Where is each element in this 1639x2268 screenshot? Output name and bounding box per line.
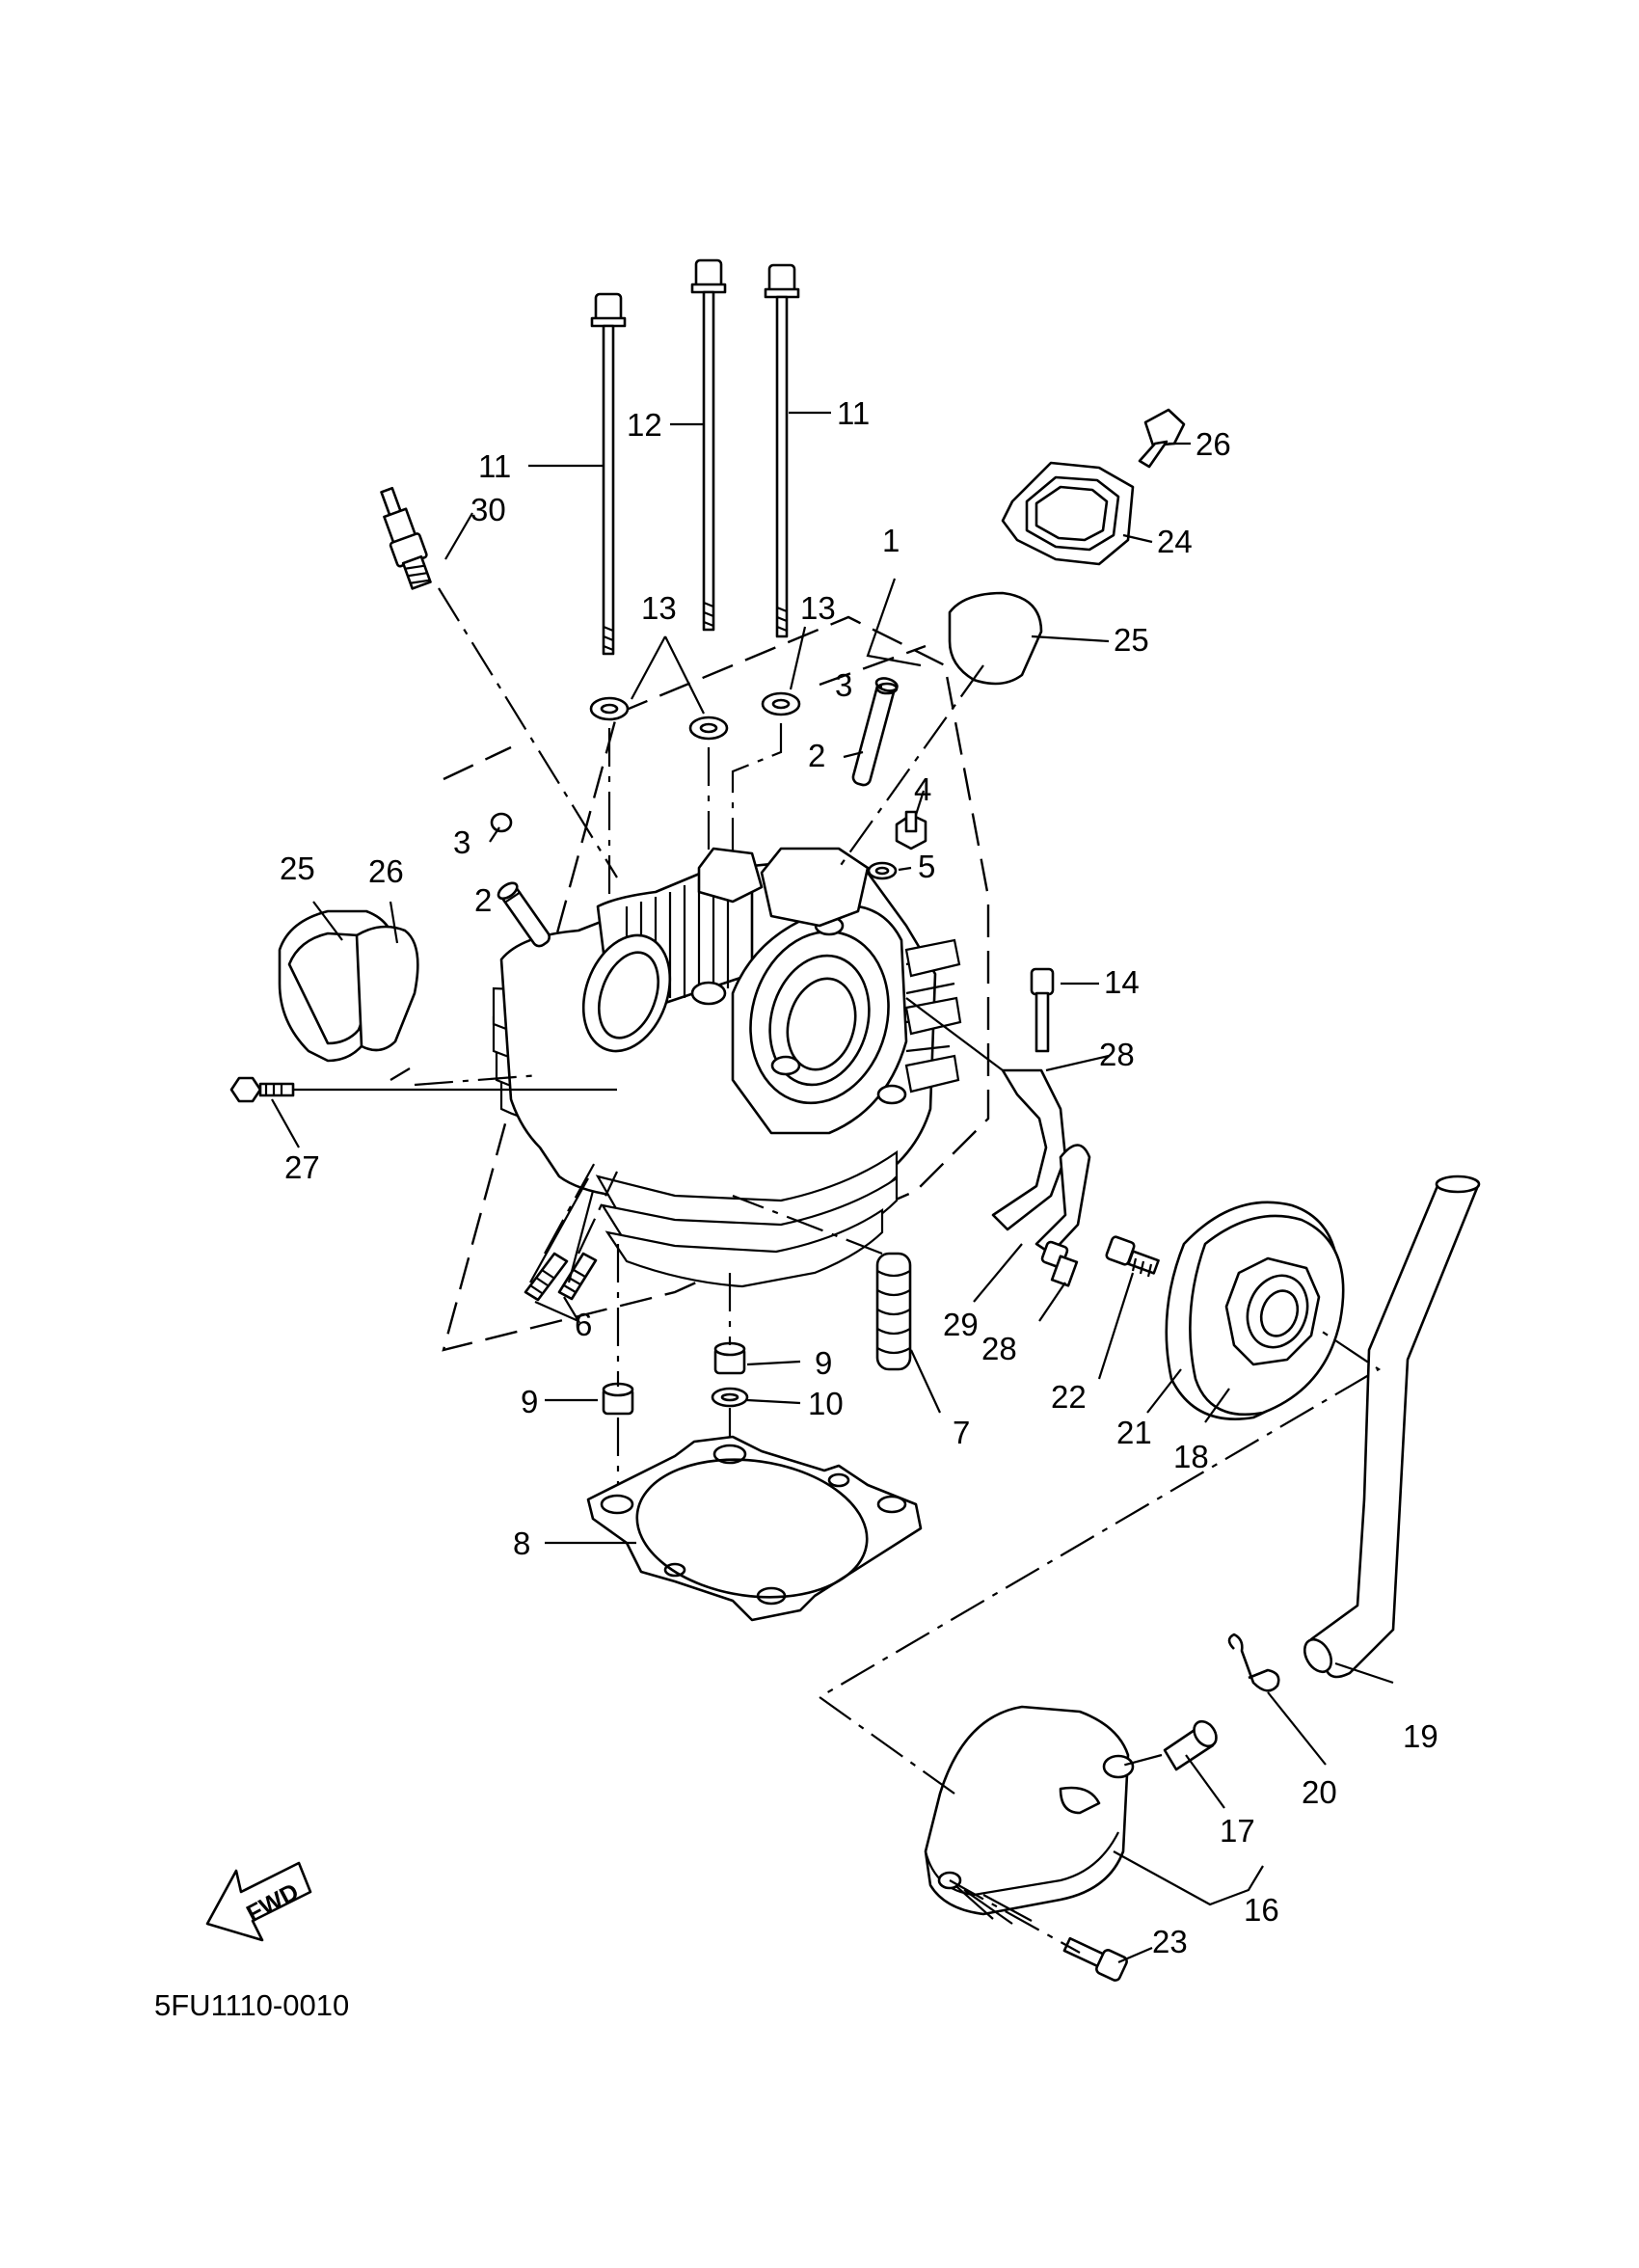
callout-labels: 11 12 11 30 13 13 1 3 2 3 2 4 5 26 24 25… [280,395,1438,1959]
cam-cap-bolt [1030,967,1055,1053]
exhaust-bolt [229,1076,295,1103]
callout-6: 6 [575,1307,592,1342]
plug-washer [867,861,898,880]
cylinder-head-bolt-right [764,263,800,638]
drawing-code: 5FU1110-0010 [154,1988,349,2022]
breather-nipple [1163,1719,1218,1771]
callout-3-lower: 3 [453,824,470,860]
cylinder-head [492,847,962,1288]
breather-hose [1303,1174,1481,1679]
side-cover-gasket [991,1068,1091,1256]
dowel-pin-right [713,1341,746,1375]
callout-11-right: 11 [837,395,870,431]
callout-27: 28 [1099,1037,1135,1072]
dowel-spring [875,1252,912,1371]
callout-24: 25 [280,850,315,886]
callout-23: 24 [1157,524,1193,559]
callout-17: 18 [1173,1439,1209,1474]
intake-bolt [1138,408,1186,469]
callout-26-top: 26 [1196,426,1231,462]
leader-lines [271,411,1394,1964]
intake-joint [1001,461,1135,566]
washer-right [761,691,801,716]
rotor-bolt [1105,1235,1160,1278]
callout-1: 1 [882,523,900,558]
callout-28-label: 28 [981,1331,1017,1366]
cylinder-head-bolt-center [690,258,727,632]
assembly-boundary-top [819,644,927,687]
intake-insulator [948,591,1043,686]
breather-cover-assembly [924,1705,1135,1925]
callout-29: 29 [943,1307,979,1342]
valve-guide-lower [497,881,551,948]
callout-5: 5 [918,849,935,884]
callout-2-lower: 2 [474,882,492,918]
spark-plug [380,486,432,590]
tappet-cover [1189,1214,1345,1417]
forward-arrow: FWD [205,1861,312,1942]
o-ring [711,1387,749,1408]
callout-15: 16 [1244,1892,1279,1928]
stud-bolts [524,1252,598,1302]
cylinder-head-gasket [586,1435,923,1622]
callout-22: 23 [1152,1924,1188,1959]
callout-25-left: 26 [368,853,404,889]
cylinder-head-bolt-left [590,292,627,656]
valve-guide-clip-lower [490,812,513,833]
callout-10: 10 [808,1386,844,1421]
callout-19: 20 [1302,1774,1337,1810]
callout-13-right: 13 [800,590,836,626]
callout-20: 21 [1116,1415,1152,1450]
callout-9-right: 9 [815,1345,832,1381]
callout-25-top: 25 [1114,622,1149,658]
washer-center [688,716,729,741]
callout-16: 17 [1220,1813,1255,1849]
callout-11-left: 11 [478,448,511,484]
callout-26-left: 27 [284,1149,320,1185]
valve-guide-clip-upper [875,682,899,695]
callout-4: 4 [914,771,931,807]
dowel-pin-left [602,1382,634,1416]
valve-guide-upper [851,677,899,787]
callout-9-left: 9 [521,1384,538,1419]
callout-21: 22 [1051,1379,1087,1415]
callout-14: 14 [1104,964,1140,1000]
washer-left [589,696,630,721]
assembly-boundary [442,615,990,1352]
callout-7: 7 [953,1415,970,1450]
exhaust-gasket [355,925,419,1052]
callout-2-upper: 2 [808,738,825,773]
callout-18: 19 [1403,1718,1438,1754]
callout-8: 8 [513,1526,530,1561]
plug-bolt [895,810,927,850]
cover-bolt [1062,1936,1128,1982]
callout-3-upper: 3 [835,667,852,703]
callout-30: 30 [470,492,506,527]
callout-13-left: 13 [641,590,677,626]
hose-clip [1227,1633,1280,1692]
callout-12: 12 [627,407,662,443]
timing-plug-bolt [1040,1240,1079,1287]
